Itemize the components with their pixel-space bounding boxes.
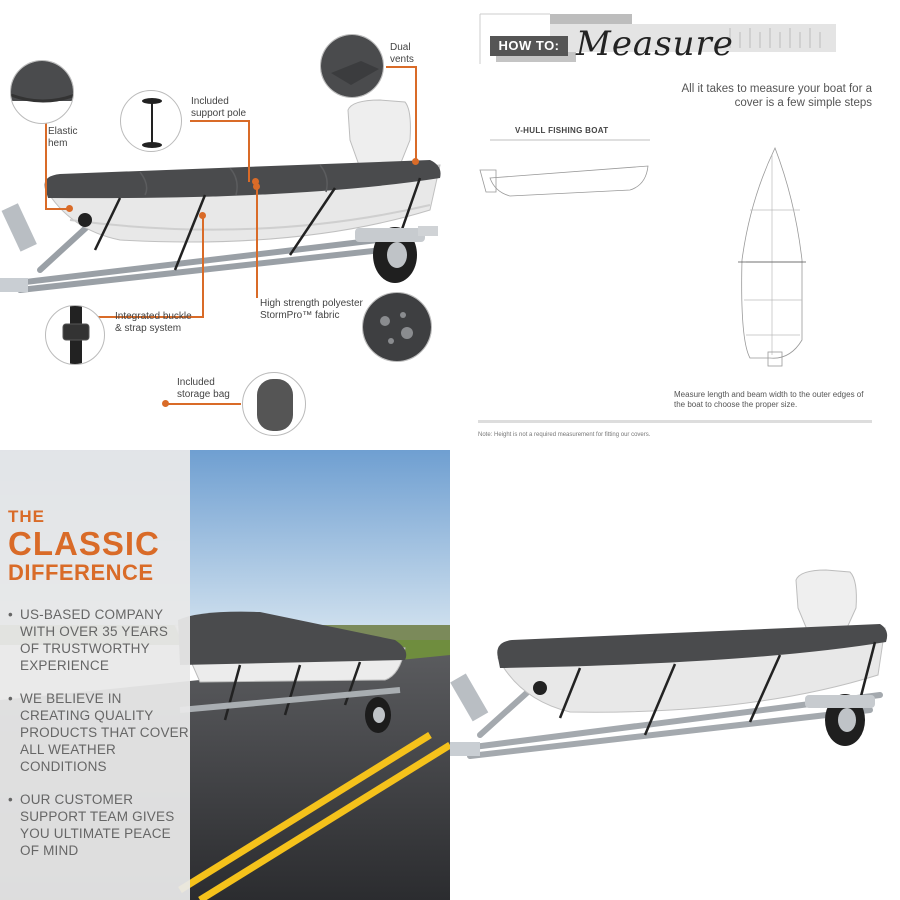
side-view-motor xyxy=(479,169,497,193)
how-to-badge: HOW TO: xyxy=(490,36,568,56)
elastic-hem-thumb xyxy=(10,60,74,124)
divider xyxy=(478,420,872,423)
winch-roller xyxy=(78,213,92,227)
storage-bag-thumb xyxy=(242,372,306,436)
info-column: THE CLASSIC DIFFERENCE •US-BASED COMPANY… xyxy=(0,450,190,900)
winch-stand xyxy=(1,203,37,252)
headline-the: THE xyxy=(8,507,45,526)
boat-type-label: V-HULL FISHING BOAT xyxy=(515,126,609,135)
bullet-list: •US-BASED COMPANY WITH OVER 35 YEARS OF … xyxy=(8,606,190,875)
top-view-motor xyxy=(767,351,783,367)
measure-panel: HOW TO: Measure All it takes to measure … xyxy=(450,0,900,450)
buckle-strap-label: Integrated buckle& strap system xyxy=(115,311,192,334)
support-pole-thumb xyxy=(120,90,182,152)
trailer-hitch xyxy=(0,278,28,292)
measure-footnote: Note: Height is not a required measureme… xyxy=(478,432,651,438)
boat-trailer-illustration xyxy=(0,99,441,293)
wheel-fender xyxy=(355,228,425,242)
dual-vents-thumb xyxy=(320,34,384,98)
tie-down-straps xyxy=(93,177,422,271)
list-item: •WE BELIEVE IN CREATING QUALITY PRODUCTS… xyxy=(8,691,189,774)
top-view-hull xyxy=(741,146,803,359)
boat-cover xyxy=(44,160,441,199)
measure-graphics xyxy=(479,13,836,367)
covered-boat-illustration xyxy=(450,569,888,759)
list-item: •OUR CUSTOMER SUPPORT TEAM GIVES YOU ULT… xyxy=(8,792,175,858)
measure-instruction: Measure length and beam width to the out… xyxy=(674,390,864,409)
headline-classic: CLASSIC xyxy=(8,525,160,562)
product-view-panel xyxy=(450,450,900,900)
buckle-strap-thumb xyxy=(45,305,105,365)
side-view-hull xyxy=(489,165,649,197)
headline: THE CLASSIC DIFFERENCE xyxy=(8,508,160,584)
outboard-motor xyxy=(347,99,411,169)
fabric-thumb xyxy=(362,292,432,362)
ruler-graphic xyxy=(550,24,836,52)
list-item: •US-BASED COMPANY WITH OVER 35 YEARS OF … xyxy=(8,607,169,673)
measure-intro: All it takes to measure your boat for a … xyxy=(681,83,872,109)
measure-title: Measure xyxy=(576,24,734,64)
classic-difference-panel: THE CLASSIC DIFFERENCE •US-BASED COMPANY… xyxy=(0,450,450,900)
headline-difference: DIFFERENCE xyxy=(8,560,154,585)
